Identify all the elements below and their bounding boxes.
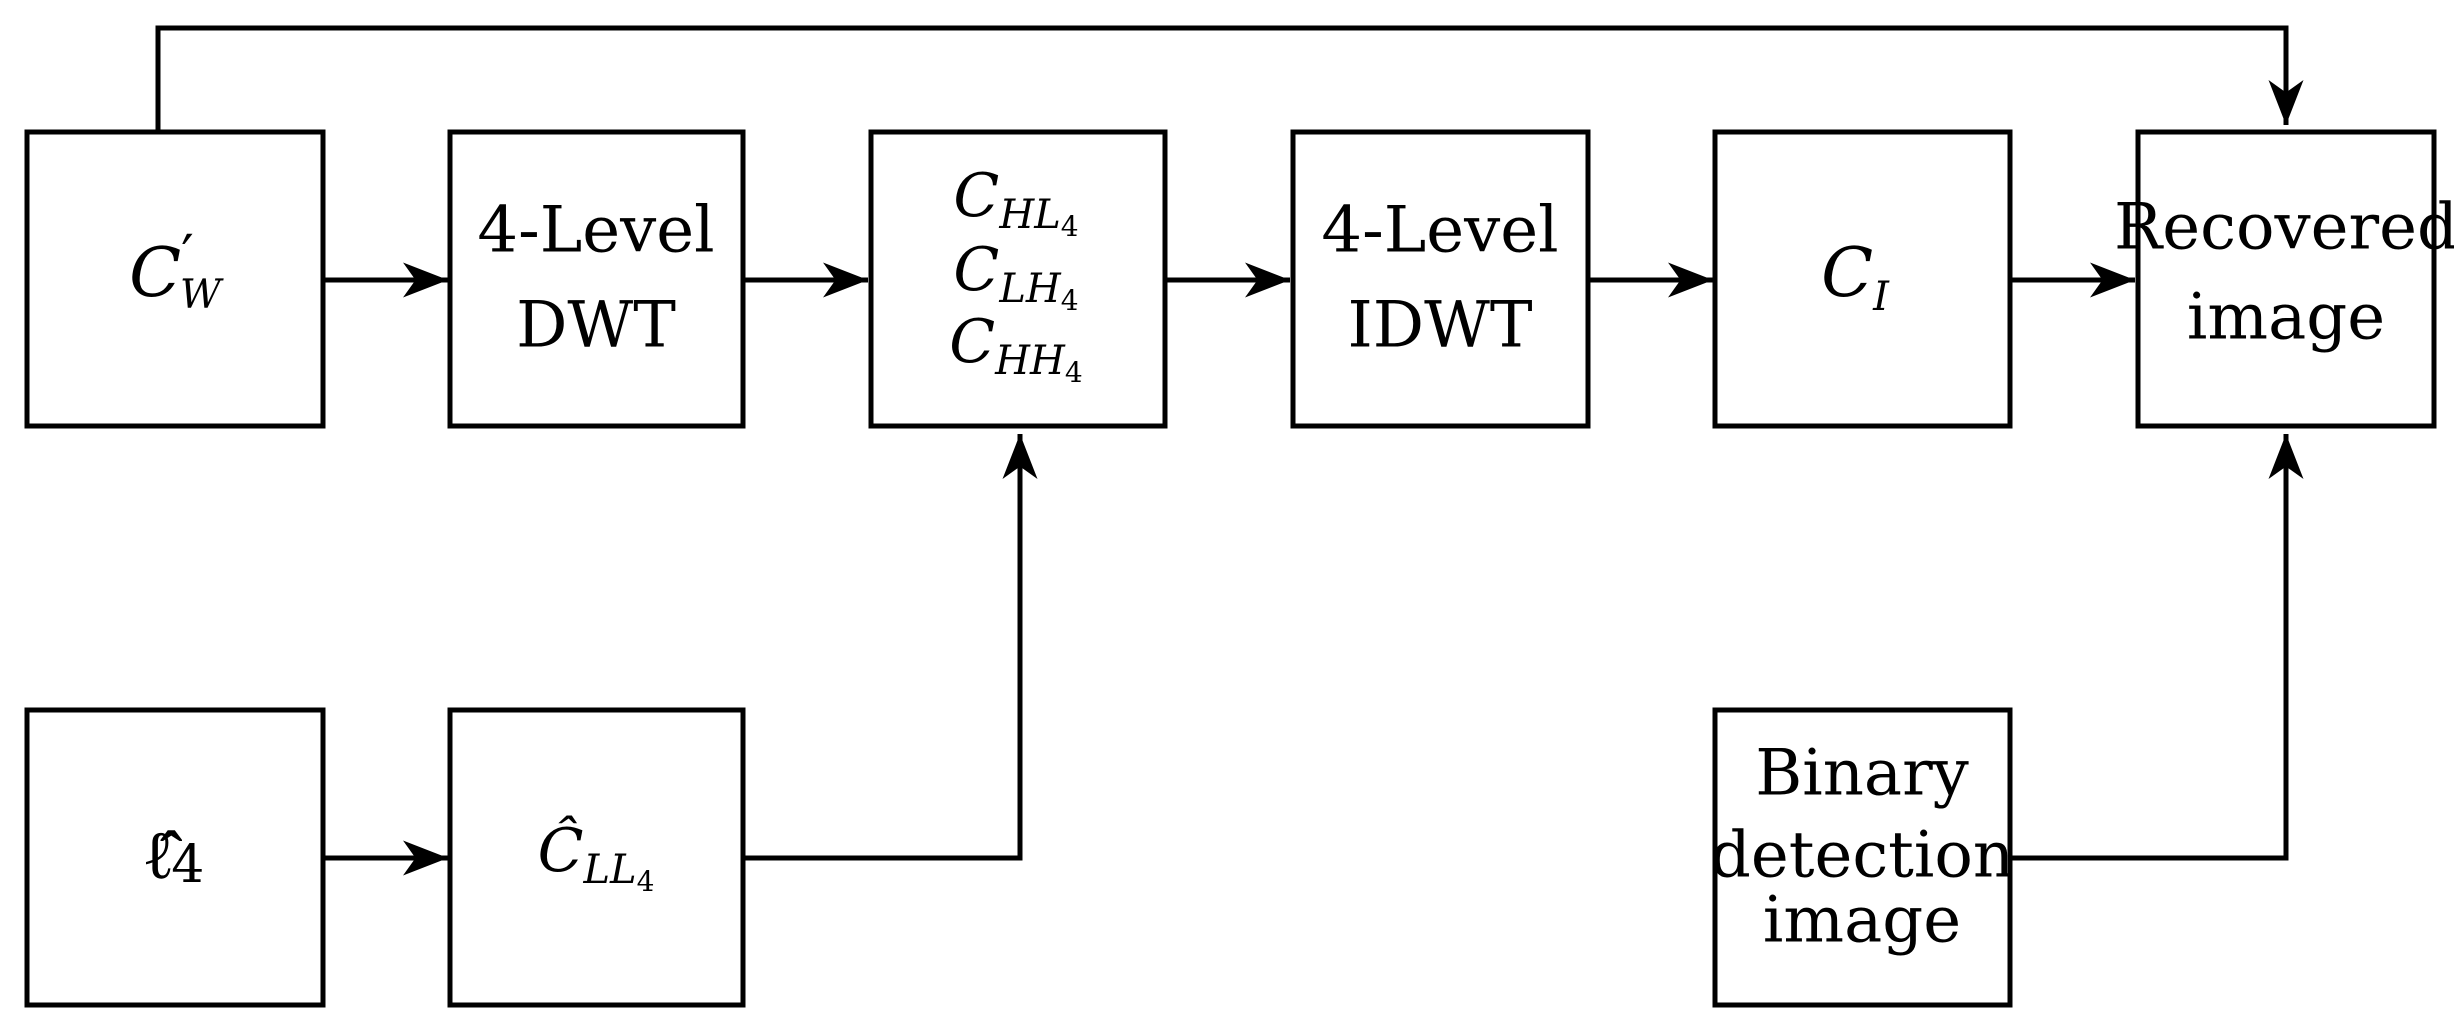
- binary-line3: image: [1763, 884, 1961, 958]
- svg-text:ĈLL4: ĈLL4: [538, 814, 655, 898]
- coeff-hh-subsub: 4: [1065, 356, 1083, 389]
- idwt-line1: 4-Level: [1321, 194, 1558, 268]
- ell-sub: 4: [171, 835, 204, 895]
- ci-sub: I: [1872, 274, 1890, 320]
- svg-text:CI: CI: [1821, 234, 1890, 321]
- block-ell4: ℓ̂4: [24, 707, 326, 1008]
- svg-text:CLH4: CLH4: [953, 235, 1078, 317]
- block-ci: CI: [1712, 129, 2013, 429]
- svg-text:CHL4: CHL4: [953, 161, 1078, 243]
- block-dwt: 4-Level DWT: [447, 129, 746, 429]
- block-idwt: 4-Level IDWT: [1290, 129, 1591, 429]
- cw-base: C: [129, 234, 181, 313]
- arrow-cll-to-coeffs: [745, 434, 1038, 861]
- recovered-line1: Recovered: [2114, 191, 2454, 265]
- cw-prime-mark: ′: [181, 224, 194, 289]
- coeff-hl-sub: HL: [998, 192, 1060, 238]
- block-cw-prime: C′W: [24, 129, 326, 429]
- ci-base: C: [1821, 234, 1873, 313]
- block-binary-detection-image: Binary detection image: [1710, 707, 2014, 1008]
- binary-line1: Binary: [1755, 737, 1969, 811]
- dwt-line2: DWT: [516, 289, 676, 363]
- cll-subsub: 4: [637, 865, 655, 898]
- cll-sub: LL: [582, 847, 636, 893]
- coeff-lh-sub: LH: [998, 266, 1062, 312]
- coeff-hl-base: C: [953, 161, 999, 231]
- coeff-lh-subsub: 4: [1061, 284, 1079, 317]
- coeff-hh-sub: HH: [994, 338, 1066, 384]
- cw-sub: W: [180, 272, 224, 318]
- arrow-binary-to-recovered: [2012, 434, 2304, 861]
- recovered-line2: image: [2187, 281, 2385, 355]
- svg-text:C′W: C′W: [129, 224, 224, 319]
- block-recovered-image: Recovered image: [2114, 129, 2454, 429]
- coeff-hh-base: C: [949, 307, 995, 377]
- idwt-line2: IDWT: [1347, 289, 1532, 363]
- arrow-top-bypass: [155, 25, 2304, 130]
- svg-text:CHH4: CHH4: [949, 307, 1083, 389]
- connectors: [155, 25, 2304, 876]
- coeff-lh-base: C: [953, 235, 999, 305]
- coeff-hl-subsub: 4: [1061, 210, 1079, 243]
- cll-base: Ĉ: [538, 814, 584, 886]
- block-detail-coefficients: CHL4 CLH4 CHH4: [868, 129, 1168, 429]
- block-cll4-hat: ĈLL4: [447, 707, 746, 1008]
- binary-line2: detection: [1710, 819, 2014, 893]
- dwt-line1: 4-Level: [477, 194, 714, 268]
